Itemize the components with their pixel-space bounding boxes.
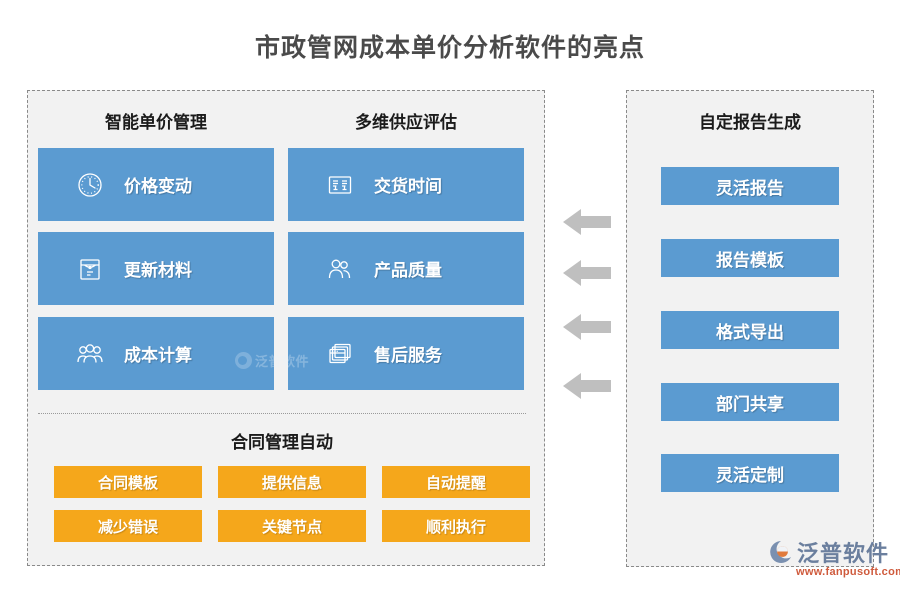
button-flexible-custom[interactable]: 灵活定制 (661, 454, 839, 492)
arrow-left-3 (563, 310, 611, 344)
card-cost-calculation[interactable]: 成本计算 (38, 317, 274, 390)
card-label: 交货时间 (374, 177, 442, 196)
chip-auto-reminder[interactable]: 自动提醒 (382, 466, 530, 498)
chip-smooth-execution[interactable]: 顺利执行 (382, 510, 530, 542)
card-label: 产品质量 (374, 261, 442, 280)
chip-reduce-errors[interactable]: 减少错误 (54, 510, 202, 542)
clock-icon (62, 170, 118, 200)
column-header-supply-eval: 多维供应评估 (355, 113, 457, 132)
card-label: 更新材料 (124, 261, 192, 280)
right-panel-header: 自定报告生成 (699, 113, 801, 132)
card-label: 售后服务 (374, 346, 442, 365)
chip-contract-template[interactable]: 合同模板 (54, 466, 202, 498)
card-label: 价格变动 (124, 177, 192, 196)
button-format-export[interactable]: 格式导出 (661, 311, 839, 349)
card-delivery-time[interactable]: 交货时间 (288, 148, 524, 221)
board-list-icon (312, 170, 368, 200)
chip-key-nodes[interactable]: 关键节点 (218, 510, 366, 542)
button-flexible-report[interactable]: 灵活报告 (661, 167, 839, 205)
envelope-document-icon (62, 254, 118, 284)
brand-url: www.fanpusoft.com (796, 566, 900, 578)
contract-section-divider (38, 413, 526, 414)
arrow-left-4 (563, 369, 611, 403)
two-people-icon (312, 254, 368, 284)
brand-name: 泛普软件 (797, 541, 890, 566)
card-product-quality[interactable]: 产品质量 (288, 232, 524, 305)
stacked-windows-icon (312, 339, 368, 369)
button-report-template[interactable]: 报告模板 (661, 239, 839, 277)
arrow-left-2 (563, 256, 611, 290)
brand-logo: 泛普软件 www.fanpusoft.com (768, 536, 900, 578)
card-after-sales-service[interactable]: 售后服务 (288, 317, 524, 390)
contract-section-header: 合同管理自动 (231, 433, 333, 452)
card-label: 成本计算 (124, 346, 192, 365)
fanpu-logo-icon (768, 539, 794, 565)
brand-row: 泛普软件 (768, 536, 889, 568)
button-department-share[interactable]: 部门共享 (661, 383, 839, 421)
card-price-change[interactable]: 价格变动 (38, 148, 274, 221)
card-material-update[interactable]: 更新材料 (38, 232, 274, 305)
people-group-icon (62, 339, 118, 369)
arrow-left-1 (563, 205, 611, 239)
column-header-smart-price: 智能单价管理 (105, 113, 207, 132)
page-title: 市政管网成本单价分析软件的亮点 (254, 34, 645, 62)
chip-provide-info[interactable]: 提供信息 (218, 466, 366, 498)
